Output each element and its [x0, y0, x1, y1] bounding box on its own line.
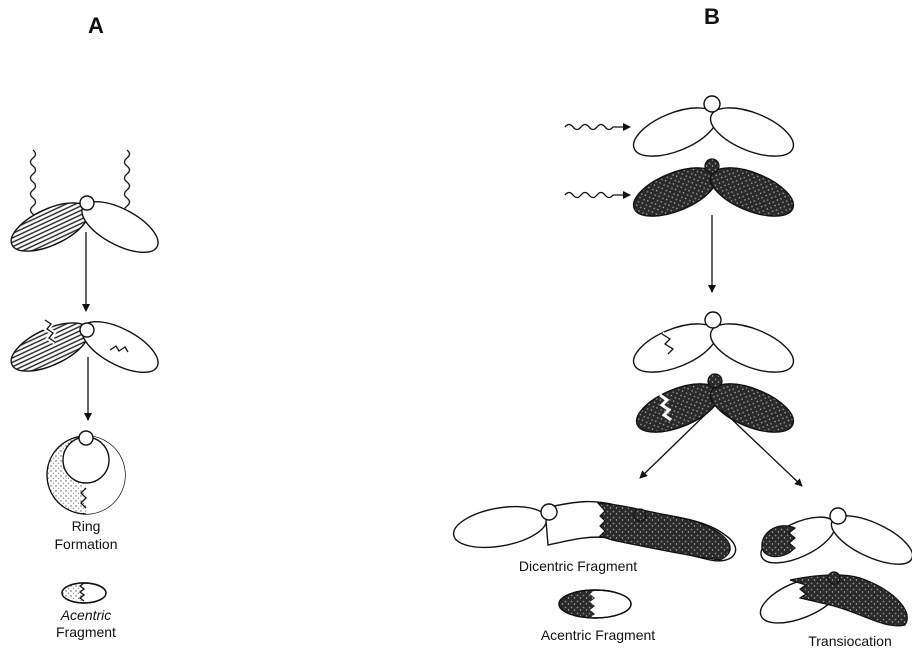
- translocation-caption: Transiocation: [808, 633, 892, 649]
- centromere: [80, 323, 94, 337]
- radiation-wave-icon: [125, 150, 130, 214]
- radiation-wave-icon: [565, 125, 630, 130]
- acentric-fragment: [62, 583, 106, 603]
- chromosome-dark: [627, 158, 800, 226]
- acentric-fragment-b: [559, 590, 631, 618]
- chromosome-dark-broken: [630, 374, 800, 442]
- acentric-caption: Acentric Fragment: [541, 627, 655, 643]
- chromosome-broken: [4, 311, 165, 382]
- ring-caption-line2: Formation: [54, 536, 117, 552]
- centromere: [704, 96, 720, 112]
- centromere: [80, 196, 94, 210]
- centromere: [705, 159, 719, 173]
- chromosome-white-broken: [627, 312, 800, 382]
- centromere: [828, 572, 840, 584]
- panel-a: Ring Formation Acentric Fragment: [4, 150, 165, 640]
- chromosome-white: [627, 96, 800, 166]
- fragment-caption-line1: Acentric: [60, 607, 112, 623]
- centromere: [830, 508, 846, 524]
- panel-b: Dicentric Fragment Acentric Fragment Tra…: [450, 96, 912, 649]
- centromere: [79, 431, 93, 445]
- centromere: [705, 312, 721, 328]
- dicentric-caption: Dicentric Fragment: [519, 558, 637, 574]
- panel-a-label: A: [88, 13, 104, 38]
- centromere: [708, 374, 722, 388]
- radiation-wave-icon: [565, 193, 630, 198]
- ring-caption-line1: Ring: [72, 518, 101, 534]
- centromere: [634, 509, 646, 521]
- ring-chromosome: [47, 431, 125, 514]
- translocation-chromosomes: [754, 506, 912, 632]
- radiation-wave-icon: [31, 150, 40, 222]
- centromere: [541, 504, 557, 520]
- fragment-caption-line2: Fragment: [56, 624, 116, 640]
- panel-b-label: B: [704, 4, 720, 29]
- dicentric-chromosome: [450, 500, 735, 561]
- chromosome-initial: [4, 191, 165, 262]
